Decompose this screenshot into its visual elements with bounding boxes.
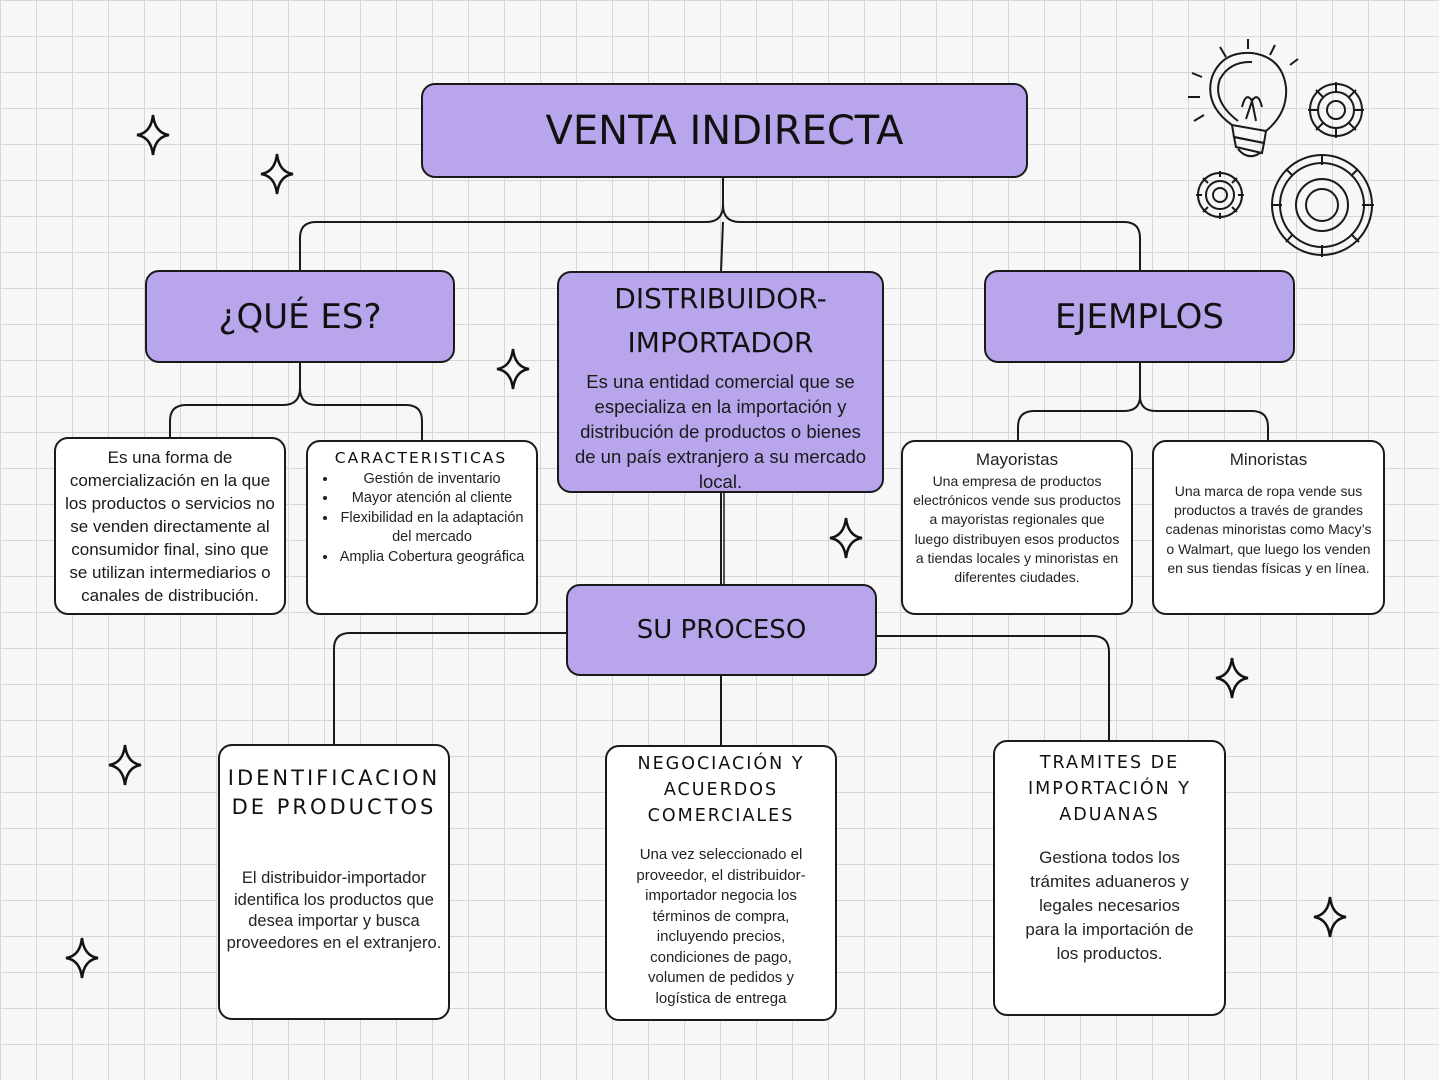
list-item: Gestión de inventario — [338, 470, 526, 489]
sparkle-icon — [136, 114, 170, 156]
distribuidor-description: Es una entidad comercial que se especial… — [574, 371, 867, 492]
minoristas-text: Una marca de ropa vende sus productos a … — [1165, 483, 1372, 576]
distribuidor-box: DISTRIBUIDOR-IMPORTADOR Es una entidad c… — [557, 271, 884, 493]
sparkle-icon — [496, 348, 530, 390]
mayoristas-text: Una empresa de productos electrónicos ve… — [913, 473, 1121, 586]
definition-text: Es una forma de comercialización en la q… — [65, 447, 275, 605]
step-title: TRAMITES DE IMPORTACIÓN Y ADUANAS — [1028, 753, 1191, 825]
proceso-heading: SU PROCESO — [636, 615, 807, 645]
mayoristas-title: Mayoristas — [975, 450, 1059, 469]
features-list: Gestión de inventario Mayor atención al … — [316, 470, 526, 567]
page-title: VENTA INDIRECTA — [545, 107, 904, 154]
distribuidor-heading: DISTRIBUIDOR-IMPORTADOR — [614, 282, 827, 359]
sparkle-icon — [829, 517, 863, 559]
features-title: CARACTERISTICAS — [334, 449, 508, 467]
sparkle-icon — [1313, 896, 1347, 938]
step-negociacion-box: NEGOCIACIÓN Y ACUERDOS COMERCIALES Una v… — [605, 745, 837, 1021]
list-item: Amplia Cobertura geográfica — [338, 548, 526, 567]
sparkle-icon — [65, 937, 99, 979]
step-identificacion-box: IDENTIFICACION DE PRODUCTOS El distribui… — [218, 744, 450, 1020]
mayoristas-box: Mayoristas Una empresa de productos elec… — [901, 440, 1133, 615]
sparkle-icon — [108, 744, 142, 786]
sparkle-icon — [260, 153, 294, 195]
step-tramites-box: TRAMITES DE IMPORTACIÓN Y ADUANAS Gestio… — [993, 740, 1226, 1016]
step-text: Gestiona todos los trámites aduaneros y … — [1025, 848, 1194, 963]
que-es-heading: ¿QUÉ ES? — [218, 296, 382, 337]
features-box: CARACTERISTICAS Gestión de inventario Ma… — [306, 440, 538, 615]
minoristas-box: Minoristas Una marca de ropa vende sus p… — [1152, 440, 1385, 615]
definition-box: Es una forma de comercialización en la q… — [54, 437, 286, 615]
ejemplos-box: EJEMPLOS — [984, 270, 1295, 363]
step-text: Una vez seleccionado el proveedor, el di… — [636, 846, 806, 1007]
list-item: Mayor atención al cliente — [338, 489, 526, 508]
que-es-box: ¿QUÉ ES? — [145, 270, 455, 363]
step-text: El distribuidor-importador identifica lo… — [226, 869, 442, 952]
sparkle-icon — [1215, 657, 1249, 699]
minoristas-title: Minoristas — [1229, 450, 1308, 469]
title-box: VENTA INDIRECTA — [421, 83, 1028, 178]
step-title: NEGOCIACIÓN Y ACUERDOS COMERCIALES — [637, 754, 805, 826]
proceso-box: SU PROCESO — [566, 584, 877, 676]
ejemplos-heading: EJEMPLOS — [1055, 296, 1224, 337]
step-title: IDENTIFICACION DE PRODUCTOS — [227, 766, 441, 819]
list-item: Flexibilidad en la adaptación del mercad… — [338, 509, 526, 548]
lightbulb-gears-icon — [1188, 39, 1374, 257]
